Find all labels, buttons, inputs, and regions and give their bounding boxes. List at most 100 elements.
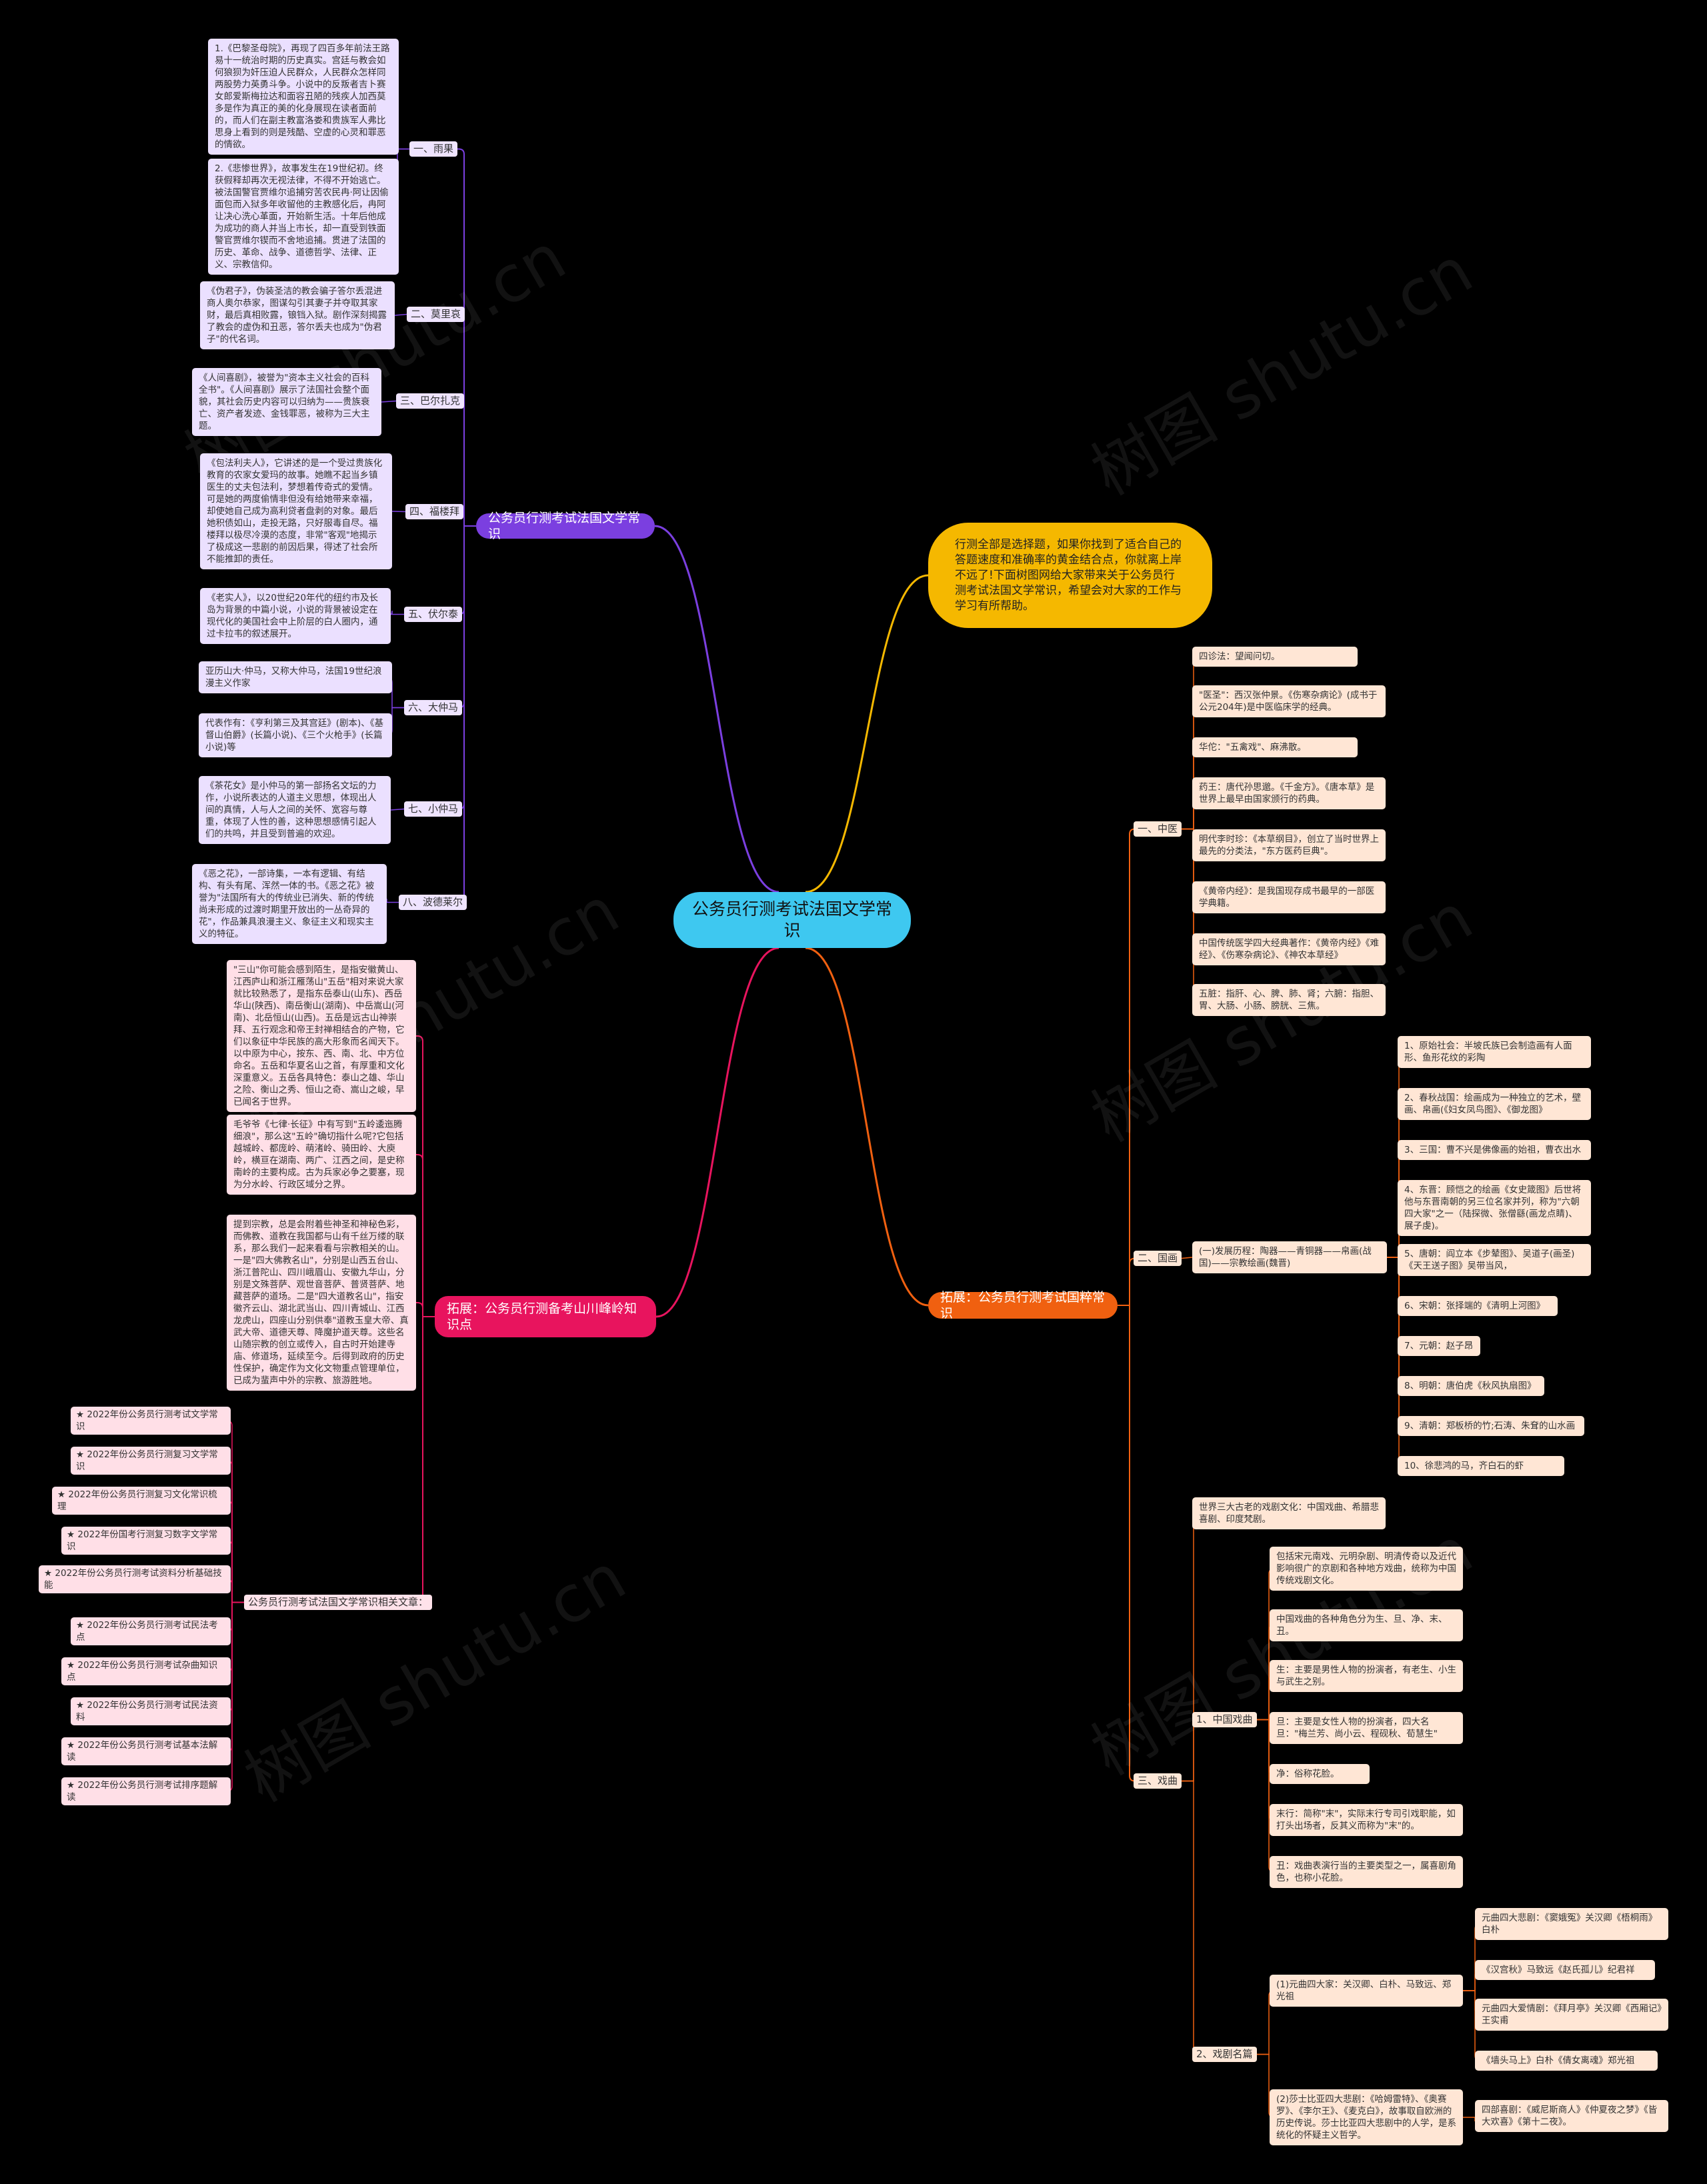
branch-national-essence[interactable]: 拓展：公务员行测考试国粹常识 [928,1290,1118,1321]
connector [1387,1257,1405,1387]
connector [1118,828,1136,1306]
root-topic[interactable]: 公务员行测考试法国文学常识 [673,892,911,948]
label-chinese-medicine[interactable]: 一、中医 [1134,821,1182,837]
leaf-shakespeare-tragedies: (2)莎士比亚四大悲剧：《哈姆雷特》、《奥赛罗》、《李尔王》、《麦克白》，故事取… [1270,2089,1463,2145]
leaf-flaubert-bovary: 《包法利夫人》，它讲述的是一个受过贵族化教育的农家女爱玛的故事。她瞧不起当乡镇医… [200,453,392,569]
related-link[interactable]: ★ 2022年份公务员行测考试排序题解读 [61,1777,231,1805]
connector [457,148,476,527]
connector [381,400,397,403]
leaf-dumas-intro: 亚历山大·仲马，又称大仲马，法国19世纪浪漫主义作家 [199,661,392,693]
related-link[interactable]: ★ 2022年份公务员行测考试文学常识 [71,1407,231,1435]
connector [458,313,476,527]
leaf-chinese-opera: 中国戏曲的各种角色分为生、旦、净、末、丑。 [1270,1609,1463,1641]
related-link[interactable]: ★ 2022年份公务员行测复习文学常识 [71,1447,231,1475]
related-link[interactable]: ★ 2022年份公务员行测考试基本法解读 [61,1737,231,1765]
label-voltaire[interactable]: 五、伏尔泰 [404,607,463,622]
leaf-medicine: 中国传统医学四大经典著作：《黄帝内经》《难经》、《伤寒杂病论》、《神农本草经》 [1192,933,1386,965]
leaf-chinese-opera: 丑：戏曲表演行当的主要类型之一，属喜剧角色，也称小花脸。 [1270,1856,1463,1888]
intro-topic[interactable]: 行测全部是选择题，如果你找到了适合自己的答题速度和准确率的黄金结合点，你就离上岸… [928,523,1212,628]
leaf-medicine: 明代李时珍：《本草纲目》，创立了当时世界上最先的分类法，"东方医药巨典"。 [1192,829,1386,861]
leaf-painting-history: (一)发展历程：陶器——青铜器——帛画(战国)——宗教绘画(魏晋) [1192,1241,1387,1273]
branch-mountains[interactable]: 拓展：公务员行测备考山川峰岭知识点 [435,1296,656,1337]
label-famous-plays[interactable]: 2、戏剧名篇 [1192,2047,1257,2062]
leaf-chinese-opera: 生：主要是男性人物的扮演者，有老生、小生与武生之别。 [1270,1660,1463,1692]
connector [805,574,929,893]
connector [416,1035,435,1317]
leaf-yuan-play: 《汉宫秋》马致远《赵氏孤儿》纪君祥 [1475,1960,1655,1980]
leaf-medicine: 华佗："五禽戏"、麻沸散。 [1192,737,1358,757]
connector [390,808,405,811]
connector [416,1302,435,1317]
related-link[interactable]: ★ 2022年份公务员行测考试杂曲知识点 [61,1657,231,1685]
leaf-medicine: "医圣"：西汉张仲景。《伤寒杂病论》(成书于公元204年)是中医临床学的经典。 [1192,685,1386,717]
leaf-painting: 8、明朝：唐伯虎《秋风执扇图》 [1398,1376,1544,1396]
leaf-painting: 10、徐悲鸿的马，齐白石的虾 [1398,1456,1564,1476]
leaf-yuan-play: 元曲四大悲剧：《窦娥冤》关汉卿《梧桐雨》白朴 [1475,1908,1668,1940]
leaf-painting: 9、清朝：郑板桥的竹;石涛、朱耷的山水画 [1398,1416,1584,1436]
leaf-opera-three-ancient: 世界三大古老的戏剧文化：中国戏曲、希腊悲喜剧、印度梵剧。 [1192,1497,1386,1529]
leaf-dumas-fils-camellias: 《茶花女》是小仲马的第一部扬名文坛的力作，小说所表达的人道主义思想，体现出人间的… [199,776,391,844]
leaf-painting: 3、三国：曹不兴是佛像画的始祖，曹衣出水 [1398,1140,1591,1160]
leaf-painting: 7、元朝：赵子昂 [1398,1336,1480,1356]
connector [1182,701,1200,830]
leaf-shakespeare-comedies: 四部喜剧：《威尼斯商人》《仲夏夜之梦》《皆大欢喜》《第十二夜》。 [1475,2100,1668,2132]
leaf-painting: 2、春秋战国：绘画成为一种独立的艺术，壁画、帛画(《妇女凤鸟图》、《御龙图》 [1398,1088,1591,1120]
leaf-painting: 4、东晋：顾恺之的绘画《女史箴图》后世将他与东晋南朝的另三位名家并列，称为"六朝… [1398,1180,1591,1236]
label-balzac[interactable]: 三、巴尔扎克 [396,393,465,409]
connector [391,511,406,513]
leaf-mountains-five-ridges: 毛爷爷《七律·长征》中有写到"五岭逶迤腾细浪"，那么这"五岭"确切指什么呢?它包… [227,1115,416,1195]
leaf-painting: 1、原始社会：半坡氏族已会制造画有人面形、鱼形花纹的彩陶 [1398,1036,1591,1068]
leaf-medicine: 五脏：指肝、心、脾、肺、肾；六腑：指胆、胃、大肠、小肠、膀胱、三焦。 [1192,984,1386,1016]
connector [655,947,779,1318]
connector [1182,1780,1200,2055]
leaf-yuan-four-masters: (1)元曲四大家：关汉卿、白朴、马致远、郑光祖 [1270,1975,1463,2007]
related-link[interactable]: ★ 2022年份公务员行测考试民法考点 [71,1617,231,1645]
label-hugo[interactable]: 一、雨果 [409,141,458,157]
leaf-mountains-three-five: "三山"你可能会感到陌生，是指安徽黄山、江西庐山和浙江雁荡山"五岳"相对来说大家… [227,960,416,1112]
leaf-medicine: 《黄帝内经》：是我国现存成书最早的一部医学典籍。 [1192,881,1386,913]
label-chinese-opera[interactable]: 1、中国戏曲 [1192,1712,1257,1727]
leaf-dumas-works: 代表作有：《亨利第三及其宫廷》(剧本)、《基督山伯爵》(长篇小说)、《三个火枪手… [199,713,392,757]
connector [1118,1257,1136,1306]
label-related-articles[interactable]: 公务员行测考试法国文学常识相关文章： [244,1595,433,1610]
label-dumas-fils[interactable]: 七、小仲马 [404,801,463,817]
label-chinese-painting[interactable]: 二、国画 [1134,1251,1182,1266]
leaf-chinese-opera: 包括宋元南戏、元明杂剧、明清传奇以及近代影响很广的京剧和各种地方戏曲，统称为中国… [1270,1547,1463,1591]
leaf-chinese-opera: 末行：简称"末"，实际末行专司引戏职能，如打头出场者，反其义而称为"末"的。 [1270,1804,1463,1836]
connector [1118,1305,1136,1782]
connector [458,525,476,615]
leaf-painting: 6、宋朝：张择端的《清明上河图》 [1398,1296,1558,1316]
leaf-painting: 5、唐朝：阎立本《步辇图》、吴道子(画圣)《天王送子图》吴带当风， [1398,1244,1591,1276]
label-baudelaire[interactable]: 八、波德莱尔 [399,895,467,910]
connector [1182,1719,1200,1782]
leaf-balzac-human-comedy: 《人间喜剧》，被誉为"资本主义社会的百科全书"。《人间喜剧》展示了法国社会整个面… [192,368,381,436]
leaf-yuan-play: 元曲四大爱情剧：《拜月亭》关汉卿《西厢记》王实甫 [1475,1999,1668,2031]
leaf-chinese-opera: 旦：主要是女性人物的扮演者，四大名旦："梅兰芳、尚小云、程砚秋、荀慧生" [1270,1712,1463,1744]
label-opera[interactable]: 三、戏曲 [1134,1773,1182,1789]
label-flaubert[interactable]: 四、福楼拜 [405,504,464,519]
leaf-hugo-les-miserables: 2.《悲惨世界》，故事发生在19世纪初。终获假释却再次无视法律，不得不开始逃亡。… [208,159,399,275]
leaf-baudelaire-flowers-of-evil: 《恶之花》，一部诗集，一本有逻辑、有结构、有头有尾、浑然一体的书。《恶之花》被誉… [192,864,387,944]
leaf-medicine: 四诊法：望闻问切。 [1192,647,1358,667]
connector [458,525,476,810]
leaf-chinese-opera: 净：俗称花脸。 [1270,1764,1370,1784]
label-moliere[interactable]: 二、莫里哀 [407,307,465,322]
related-link[interactable]: ★ 2022年份国考行测复习数字文学常识 [61,1527,231,1555]
related-link[interactable]: ★ 2022年份公务员行测复习文化常识梳理 [52,1487,231,1515]
connector [1182,1513,1200,1782]
connector [394,313,407,316]
related-link[interactable]: ★ 2022年份公务员行测考试民法资料 [71,1697,231,1725]
connector [416,1154,435,1317]
connector [417,1316,435,1603]
leaf-yuan-play: 《墙头马上》白朴《倩女离魂》郑光祖 [1475,2051,1658,2071]
label-dumas[interactable]: 六、大仲马 [404,700,463,715]
connector [805,947,929,1307]
connector [654,525,779,893]
leaf-moliere-tartuffe: 《伪君子》，伪装圣洁的教会骗子答尔丢混进商人奥尔恭家，图谋勾引其妻子并夺取其家财… [200,281,395,349]
leaf-hugo-notre-dame: 1.《巴黎圣母院》，再现了四百多年前法王路易十一统治时期的历史真实。宫廷与教会如… [208,39,399,155]
branch-french-literature[interactable]: 公务员行测考试法国文学常识 [476,511,655,541]
related-link[interactable]: ★ 2022年份公务员行测考试资料分析基础技能 [39,1565,231,1593]
connector [1181,1257,1193,1259]
leaf-medicine: 药王：唐代孙思邈。《千金方》。《唐本草》是世界上最早由国家颁行的药典。 [1192,777,1386,809]
